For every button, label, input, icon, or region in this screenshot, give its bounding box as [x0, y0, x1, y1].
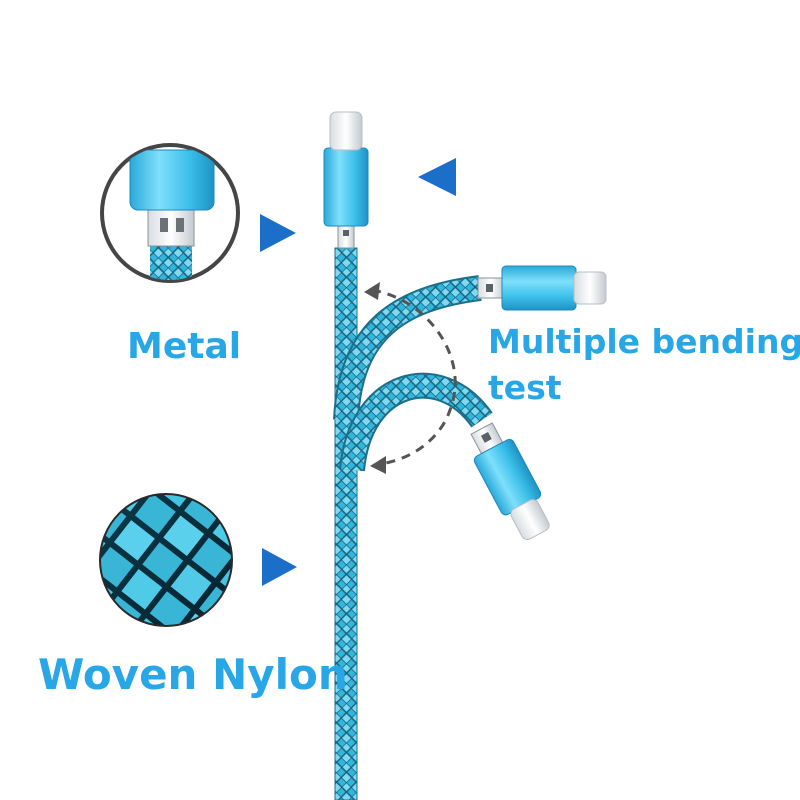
metal-detail-inset: [100, 143, 240, 283]
arrowhead-top: [364, 282, 380, 300]
top-plug-neck: [337, 224, 355, 249]
top-metal-housing: [323, 147, 369, 227]
bent-cable-lower: [339, 372, 550, 540]
bending-label-line1: Multiple bending: [488, 322, 800, 361]
woven-nylon-label: Woven Nylon: [38, 650, 348, 699]
nylon-detail-inset: [99, 493, 233, 627]
arrowhead-bottom: [370, 456, 386, 474]
lightning-plug-icon: [329, 111, 363, 151]
lightning-plug-icon: [573, 271, 607, 305]
dashed-curved-arrow-icon: [371, 288, 457, 466]
metal-label: Metal: [127, 326, 242, 367]
lightning-plug-icon: [510, 499, 550, 540]
pointer-left-icon: [418, 158, 456, 196]
pointer-right-icon: [260, 214, 296, 252]
pointer-right-icon: [262, 548, 297, 586]
bent-cable-upper: [333, 265, 607, 421]
bending-label-line2: test: [488, 368, 562, 407]
